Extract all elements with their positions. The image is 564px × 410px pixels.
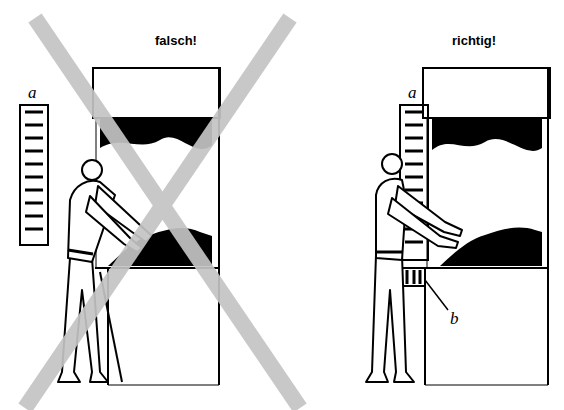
leader-line: [425, 280, 448, 310]
belt: [376, 251, 402, 254]
machine-column: [547, 68, 549, 385]
worker-upright: [366, 154, 462, 382]
cross-line: [25, 18, 290, 408]
cross-out: [25, 18, 300, 408]
arm: [388, 198, 458, 248]
head: [82, 160, 102, 180]
rack-frame: [20, 105, 48, 245]
machine-floor: [425, 385, 548, 386]
machine-head: [423, 68, 550, 118]
machine-table: [425, 267, 548, 269]
legs: [366, 255, 414, 382]
machine-head: [93, 68, 220, 118]
cross-line: [35, 18, 300, 408]
rack-wrong: [20, 105, 48, 245]
panel-heading: falsch!: [155, 34, 197, 47]
panel-heading: richtig!: [452, 34, 496, 47]
part-letter: b: [450, 310, 459, 327]
part-letter: a: [408, 84, 417, 101]
head: [382, 154, 402, 174]
part-letter: a: [28, 84, 37, 101]
rack-rungs: [25, 112, 43, 229]
upper-die: [432, 118, 542, 151]
belt: [68, 250, 93, 254]
machine-floor: [108, 385, 219, 386]
